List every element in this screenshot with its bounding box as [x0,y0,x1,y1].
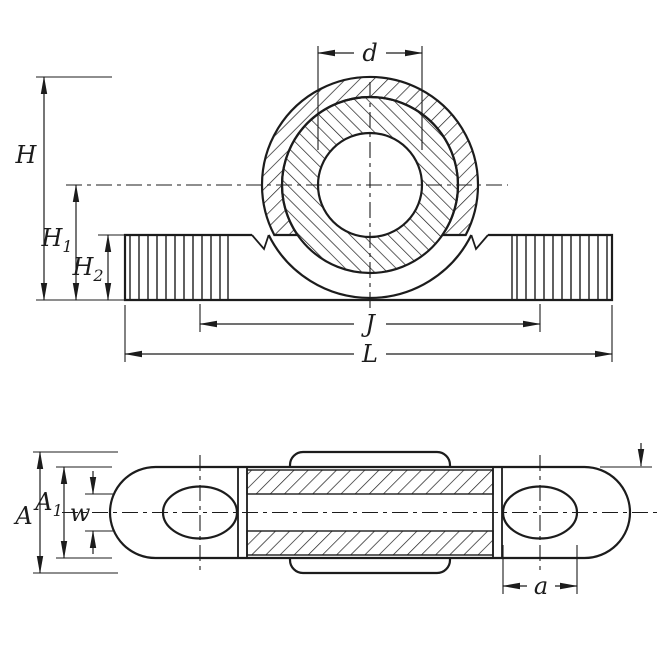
base-outline [123,233,614,302]
base-hatch-left [126,236,228,299]
dim-w: w [70,471,114,554]
dim-A1: A1 [33,466,112,559]
dim-L: L [125,305,612,368]
dim-label-H2: H2 [71,253,103,285]
fillet-notch-right [470,234,489,251]
edge-reference-right [600,443,652,468]
dim-label-H1: H1 [40,224,72,256]
dim-label-w: w [70,499,91,527]
dim-d: d [318,39,422,150]
base-slot-boundaries [227,235,513,300]
dim-label-A1: A1 [33,488,63,520]
dim-label-A: A [13,502,32,530]
bearing-band-bottom [246,530,494,556]
dim-label-L: L [361,340,378,368]
front-view: d H H1 H2 J [15,39,612,368]
bearing-ring-section [282,97,458,273]
dim-H1: H1 [40,184,80,301]
dim-A-extension-lines [33,451,118,574]
bearing-band-top [246,469,494,495]
dim-label-J: J [360,310,376,338]
dim-a: a [503,545,577,600]
dim-A: A [13,451,118,574]
dim-H: H [15,76,112,301]
dim-label-d: d [362,39,377,67]
dim-label-H: H [15,141,38,169]
plan-view: A A1 w a [13,443,657,600]
base-hatch-right [512,236,611,299]
dim-label-a: a [534,572,548,600]
dim-J: J [200,304,540,338]
fillet-notch-left [251,234,270,251]
dim-H2: H2 [71,234,125,301]
